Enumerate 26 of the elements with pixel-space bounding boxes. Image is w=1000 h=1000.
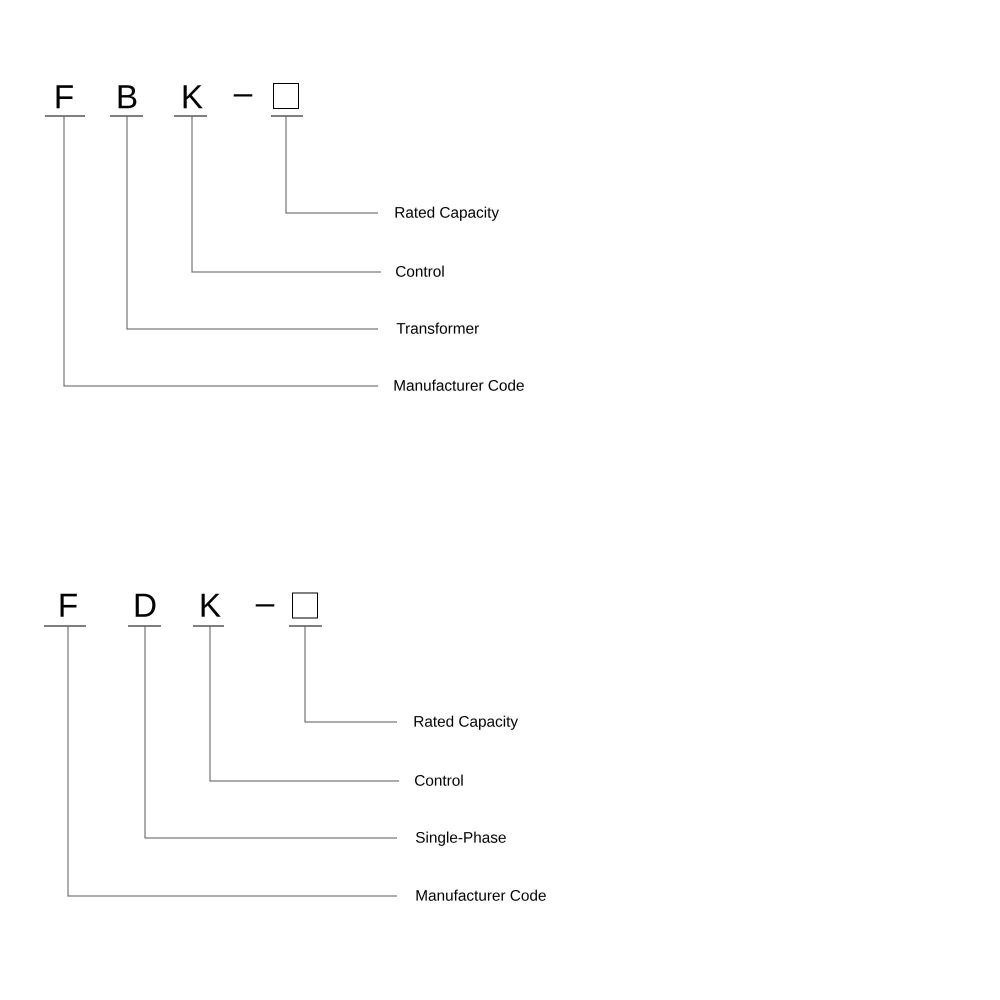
blank-box: [270, 83, 304, 116]
code-letter: F: [44, 594, 86, 626]
dash: –: [256, 604, 274, 606]
leader-line: [64, 116, 378, 386]
code-letter: K: [174, 85, 208, 116]
leader-line: [286, 116, 378, 214]
leader-label: Rated Capacity: [414, 716, 518, 730]
code-letter: B: [110, 85, 144, 116]
leader-line: [126, 116, 378, 330]
code-letter: F: [44, 85, 86, 116]
leader-line: [192, 116, 382, 272]
leader-label: Transformer: [396, 322, 479, 334]
leader-label: Single-Phase: [416, 832, 506, 846]
code-letter: K: [192, 594, 224, 626]
leader-label: Manufacturer Code: [416, 890, 546, 901]
leader-label: Control: [396, 266, 444, 277]
leader-label: Rated Capacity: [396, 206, 500, 221]
leader-line: [304, 626, 398, 722]
leader-label: Manufacturer Code: [394, 380, 524, 391]
blank-box: [288, 592, 322, 626]
leader-line: [210, 626, 400, 782]
leader-line: [68, 626, 398, 896]
code-letter: D: [128, 594, 162, 626]
leader-line: [144, 626, 398, 838]
dash: –: [234, 94, 252, 96]
leader-label: Control: [415, 774, 463, 786]
